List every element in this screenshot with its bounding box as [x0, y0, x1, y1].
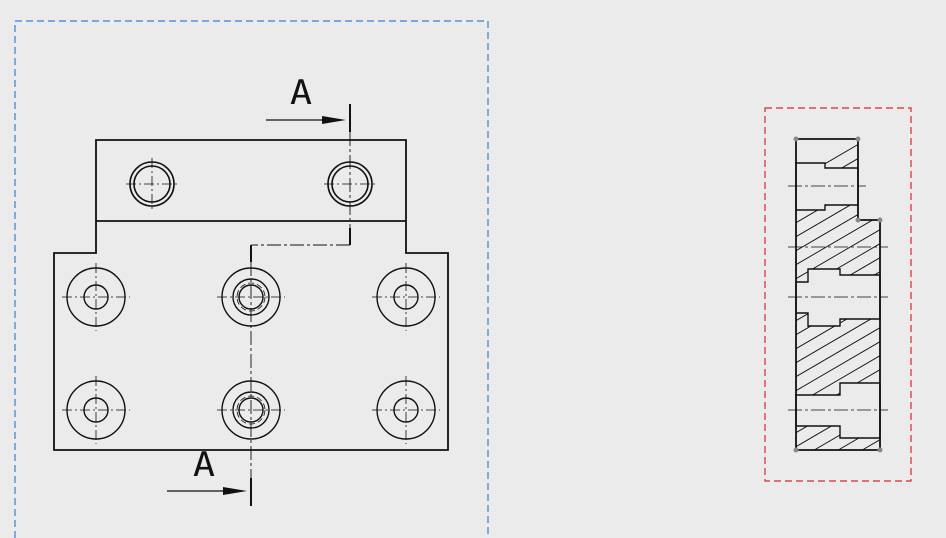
front-view[interactable]: A A — [14, 20, 489, 538]
hole-row1-left[interactable] — [62, 263, 130, 331]
cutting-plane-line[interactable] — [250, 104, 351, 506]
hole-row1-right[interactable] — [372, 263, 440, 331]
section-lower-hole — [795, 382, 881, 439]
section-vertices — [793, 136, 883, 453]
section-view-frame[interactable] — [764, 107, 912, 482]
section-upper-hole — [795, 162, 859, 211]
section-arrow-top[interactable] — [266, 116, 346, 124]
hole-row2-left[interactable] — [62, 376, 130, 444]
section-arrow-bottom[interactable] — [167, 487, 247, 495]
section-centerlines — [788, 185, 888, 411]
upper-hole-left[interactable] — [126, 158, 178, 210]
section-view[interactable] — [764, 107, 912, 512]
section-hole-cavities — [795, 162, 881, 439]
hole-row2-right[interactable] — [372, 376, 440, 444]
front-view-frame[interactable] — [14, 20, 489, 538]
part-outline[interactable] — [53, 139, 449, 451]
section-middle-hole — [795, 268, 881, 327]
section-label-bottom: A — [193, 445, 215, 485]
section-label-top: A — [290, 73, 312, 113]
